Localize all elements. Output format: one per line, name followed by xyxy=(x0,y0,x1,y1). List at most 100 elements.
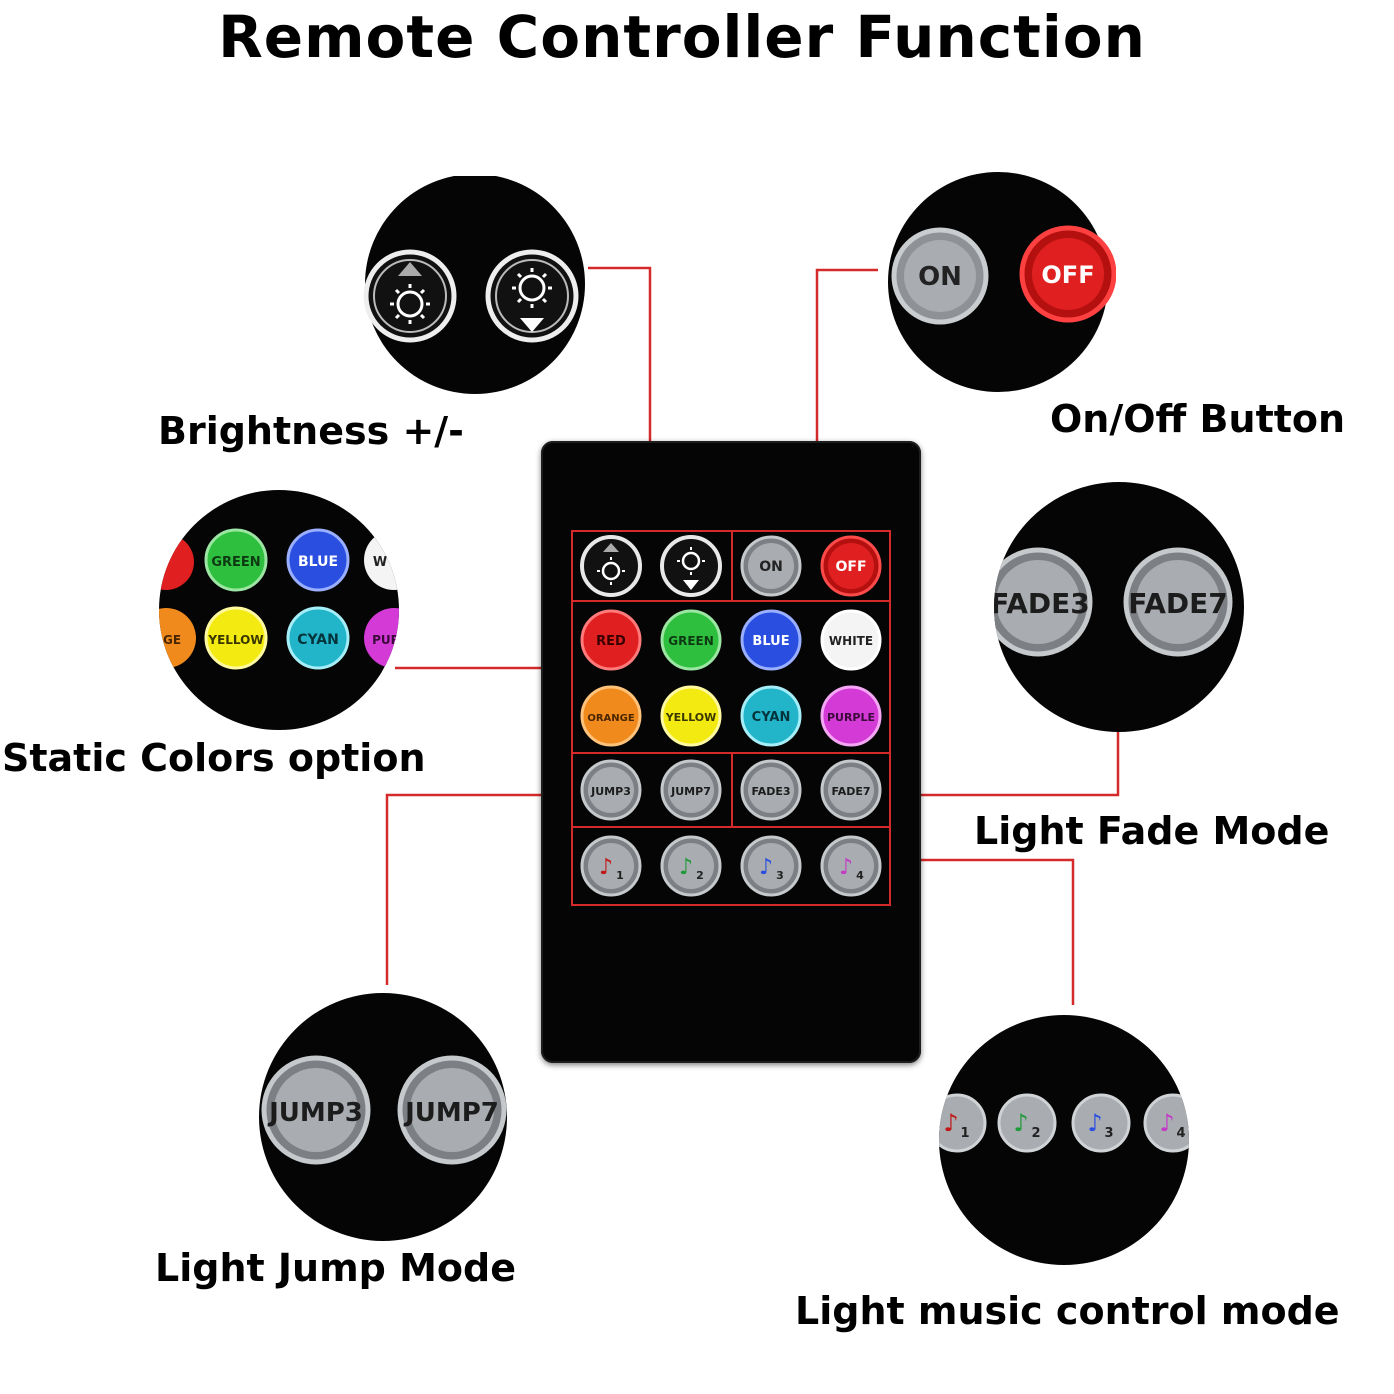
svg-text:♪: ♪ xyxy=(759,855,773,880)
remote-fade3-button[interactable]: FADE3 xyxy=(740,759,802,821)
zoom-fade3-button: FADE3 xyxy=(992,547,1093,657)
svg-text:JUMP3: JUMP3 xyxy=(590,785,631,798)
svg-text:BLUE: BLUE xyxy=(752,634,789,649)
svg-text:PURPLE: PURPLE xyxy=(827,711,875,724)
remote-music1-button[interactable]: ♪ 1 xyxy=(580,835,642,897)
remote-fade7-button[interactable]: FADE7 xyxy=(820,759,882,821)
remote-white-button[interactable]: WHITE xyxy=(820,609,882,671)
remote-music3-button[interactable]: ♪ 3 xyxy=(740,835,802,897)
svg-text:♪: ♪ xyxy=(679,855,693,880)
page-title: Remote Controller Function xyxy=(218,3,1146,71)
zoom-music1-button: ♪ 1 xyxy=(939,1093,987,1153)
svg-text:JUMP7: JUMP7 xyxy=(670,785,711,798)
svg-text:FADE3: FADE3 xyxy=(751,785,790,798)
zoom-off-button: OFF xyxy=(1019,225,1116,323)
remote-keypad: ON OFF RED GREEN BLUE WHITE xyxy=(571,530,891,906)
remote-orange-button[interactable]: ORANGE xyxy=(580,685,642,747)
remote-jump7-button[interactable]: JUMP7 xyxy=(660,759,722,821)
remote-yellow-button[interactable]: YELLOW xyxy=(660,685,722,747)
svg-text:GREEN: GREEN xyxy=(211,555,260,570)
zoom-off-label: OFF xyxy=(1041,261,1094,289)
svg-text:GE: GE xyxy=(163,633,181,647)
svg-text:CYAN: CYAN xyxy=(752,710,791,725)
caption-brightness: Brightness +/- xyxy=(158,409,464,453)
zoom-fade7-button: FADE7 xyxy=(1123,547,1233,657)
remote-blue-button[interactable]: BLUE xyxy=(740,609,802,671)
svg-text:♪: ♪ xyxy=(943,1109,958,1137)
brightness-up-icon xyxy=(363,249,457,343)
svg-text:FADE7: FADE7 xyxy=(831,785,870,798)
caption-music: Light music control mode xyxy=(795,1289,1340,1333)
svg-text:ON: ON xyxy=(759,559,783,575)
svg-text:FADE7: FADE7 xyxy=(1128,587,1227,620)
zoom-orange-button: GE xyxy=(159,608,196,668)
connector-music xyxy=(888,858,1075,1005)
svg-text:YELLOW: YELLOW xyxy=(665,711,717,724)
svg-text:OFF: OFF xyxy=(835,559,866,575)
remote-controller: ON OFF RED GREEN BLUE WHITE xyxy=(541,441,921,1063)
svg-text:2: 2 xyxy=(1031,1126,1040,1141)
svg-text:2: 2 xyxy=(696,869,704,882)
svg-text:♪: ♪ xyxy=(1087,1109,1102,1137)
remote-music4-button[interactable]: ♪ 4 xyxy=(820,835,882,897)
svg-text:W: W xyxy=(373,555,387,570)
remote-brightness-up-button[interactable] xyxy=(580,535,642,597)
svg-text:♪: ♪ xyxy=(1159,1109,1174,1137)
caption-fade: Light Fade Mode xyxy=(974,809,1330,853)
zoom-jump3-button: JUMP3 xyxy=(261,1055,371,1165)
zoom-jump7-button: JUMP7 xyxy=(397,1055,507,1165)
svg-text:GREEN: GREEN xyxy=(668,634,714,648)
remote-brightness-down-button[interactable] xyxy=(660,535,722,597)
zoom-on-label: ON xyxy=(918,262,962,292)
caption-onoff: On/Off Button xyxy=(1050,397,1346,441)
svg-text:4: 4 xyxy=(856,869,864,882)
zoom-fade: FADE3 FADE7 xyxy=(992,482,1244,732)
connector-jump xyxy=(385,793,575,985)
svg-text:JUMP7: JUMP7 xyxy=(403,1098,499,1128)
svg-text:♪: ♪ xyxy=(599,855,613,880)
zoom-purple-button: PUR xyxy=(364,608,400,668)
svg-text:3: 3 xyxy=(1104,1126,1113,1141)
remote-purple-button[interactable]: PURPLE xyxy=(820,685,882,747)
zoom-on-button: ON xyxy=(891,227,989,325)
connector-fade xyxy=(888,730,1120,797)
zoom-cyan-button: CYAN xyxy=(286,606,350,670)
remote-green-button[interactable]: GREEN xyxy=(660,609,722,671)
svg-text:4: 4 xyxy=(1176,1126,1185,1141)
svg-text:FADE3: FADE3 xyxy=(992,587,1090,620)
zoom-static-colors: GREEN BLUE W GE YELLOW CYAN PUR xyxy=(159,490,400,730)
zoom-music3-button: ♪ 3 xyxy=(1071,1093,1131,1153)
brightness-down-icon xyxy=(485,249,579,343)
zoom-jump: JUMP3 JUMP7 xyxy=(259,993,507,1241)
zoom-music: ♪ 1 ♪ 2 ♪ 3 ♪ 4 xyxy=(939,1015,1189,1265)
remote-red-button[interactable]: RED xyxy=(580,609,642,671)
svg-text:3: 3 xyxy=(776,869,784,882)
remote-music2-button[interactable]: ♪ 2 xyxy=(660,835,722,897)
svg-text:♪: ♪ xyxy=(1013,1109,1028,1137)
svg-text:1: 1 xyxy=(616,869,624,882)
svg-text:WHITE: WHITE xyxy=(829,634,873,648)
svg-text:CYAN: CYAN xyxy=(297,632,339,648)
svg-text:1: 1 xyxy=(960,1126,969,1141)
zoom-brightness xyxy=(363,176,585,394)
zoom-yellow-button: YELLOW xyxy=(204,606,268,670)
zoom-music4-button: ♪ 4 xyxy=(1143,1093,1189,1153)
svg-text:BLUE: BLUE xyxy=(298,554,338,570)
box-music xyxy=(571,826,891,906)
svg-text:ORANGE: ORANGE xyxy=(587,713,635,724)
caption-static-colors: Static Colors option xyxy=(2,736,426,780)
remote-on-button[interactable]: ON xyxy=(740,535,802,597)
zoom-onoff: ON OFF xyxy=(888,172,1116,392)
svg-text:PUR: PUR xyxy=(372,633,400,647)
remote-jump3-button[interactable]: JUMP3 xyxy=(580,759,642,821)
remote-cyan-button[interactable]: CYAN xyxy=(740,685,802,747)
zoom-blue-button: BLUE xyxy=(286,528,350,592)
svg-text:RED: RED xyxy=(596,634,626,649)
zoom-green-button: GREEN xyxy=(204,528,268,592)
svg-text:YELLOW: YELLOW xyxy=(207,633,263,647)
zoom-music2-button: ♪ 2 xyxy=(997,1093,1057,1153)
remote-off-button[interactable]: OFF xyxy=(820,535,882,597)
svg-text:JUMP3: JUMP3 xyxy=(267,1098,363,1128)
